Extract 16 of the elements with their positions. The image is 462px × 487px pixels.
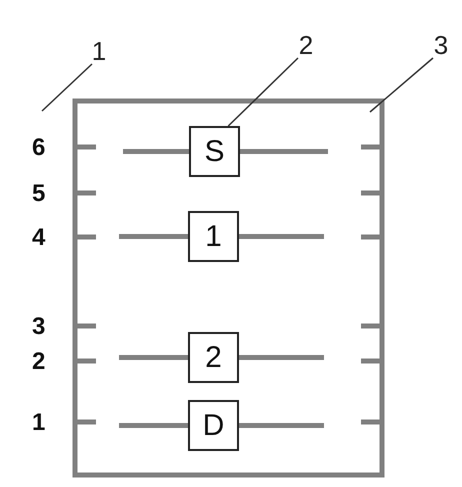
level-number: 6 (32, 136, 46, 160)
level-number: 2 (32, 350, 46, 374)
callout-number: 2 (298, 32, 314, 58)
level-number: 5 (32, 182, 46, 206)
level-number: 1 (32, 411, 46, 435)
leader-line (228, 57, 299, 127)
position-box: 1 (188, 211, 239, 262)
leader-line (41, 63, 93, 112)
position-box: 2 (188, 332, 239, 383)
callout-number: 1 (92, 38, 106, 64)
position-box: S (189, 126, 240, 177)
level-number: 4 (32, 226, 46, 250)
level-number: 3 (32, 315, 46, 339)
leader-line (370, 57, 434, 113)
position-box: D (188, 400, 239, 451)
callout-number: 3 (433, 32, 449, 58)
